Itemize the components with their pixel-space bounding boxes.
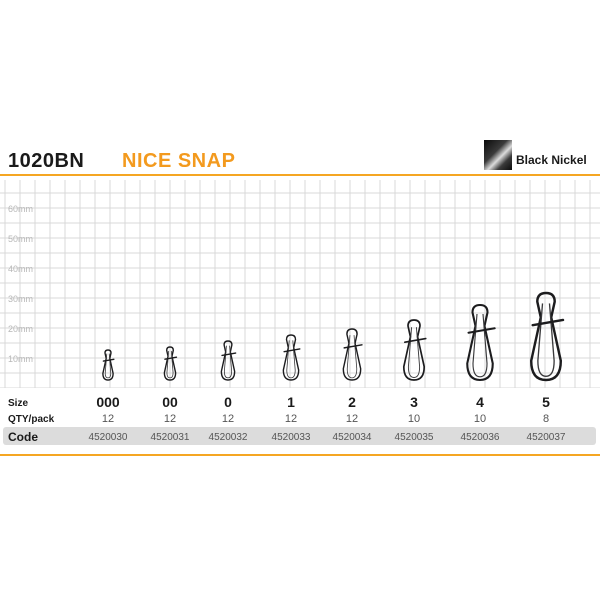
qty-value: 8	[542, 413, 550, 425]
snap-00	[163, 346, 178, 381]
snap-4	[466, 303, 496, 382]
finish-label: Black Nickel	[516, 153, 587, 167]
qty-value: 12	[345, 413, 359, 425]
grid-lines	[0, 180, 600, 388]
snap-clip	[343, 344, 363, 349]
model-number: 1020BN	[8, 150, 85, 172]
snap-body	[402, 319, 426, 381]
measurement-grid: 60mm 50mm 40mm 30mm 20mm 10mm	[0, 180, 600, 388]
black-nickel-swatch-icon	[484, 140, 512, 170]
snap-wire	[346, 335, 358, 379]
snap-0	[220, 340, 237, 381]
size-value: 1	[287, 394, 295, 410]
grid-y-label: 30mm	[8, 294, 33, 304]
grid-y-labels: 60mm 50mm 40mm 30mm 20mm 10mm	[8, 204, 33, 364]
snap-wire	[537, 303, 555, 378]
grid-y-label: 10mm	[8, 354, 33, 364]
snap-2	[342, 328, 363, 381]
code-bar	[3, 427, 596, 445]
qty-value: 10	[407, 413, 421, 425]
product-name: NICE SNAP	[122, 150, 236, 172]
code-value: 4520033	[271, 432, 311, 443]
size-value: 000	[96, 394, 120, 410]
snap-wire	[166, 350, 174, 379]
snap-1	[282, 334, 301, 381]
size-row-label: Size	[8, 398, 29, 409]
bottom-rule	[0, 454, 600, 456]
snap-wire	[223, 345, 233, 379]
snap-5	[529, 291, 565, 382]
snap-body	[466, 303, 494, 382]
snap-wire	[286, 340, 296, 379]
grid-y-label: 20mm	[8, 324, 33, 334]
snap-illustrations	[102, 291, 565, 382]
grid-y-label: 40mm	[8, 264, 33, 274]
code-value: 4520037	[526, 432, 566, 443]
qty-row-label: QTY/pack	[8, 414, 55, 425]
snap-clip	[164, 356, 178, 360]
qty-value: 10	[473, 413, 487, 425]
snap-clip	[283, 348, 301, 353]
top-rule	[0, 174, 600, 176]
code-value: 4520035	[394, 432, 434, 443]
size-value: 4	[476, 394, 484, 410]
snap-wire	[407, 327, 421, 378]
qty-value: 12	[163, 413, 177, 425]
snap-clip	[403, 337, 427, 344]
code-value: 4520034	[332, 432, 372, 443]
snap-clip	[221, 352, 237, 357]
snap-wire	[472, 313, 488, 378]
code-value: 4520036	[460, 432, 500, 443]
size-value: 00	[162, 394, 178, 410]
snap-clip	[467, 327, 496, 334]
qty-value: 12	[284, 413, 298, 425]
snap-clip	[102, 358, 115, 362]
snap-body	[102, 349, 114, 381]
snap-body	[163, 346, 177, 381]
snap-body	[342, 328, 362, 381]
snap-3	[402, 319, 427, 381]
snap-body	[282, 334, 300, 381]
code-row-label: Code	[8, 430, 38, 444]
code-value: 4520030	[88, 432, 128, 443]
snap-wire	[104, 353, 112, 379]
size-value: 2	[348, 394, 356, 410]
grid-y-label: 60mm	[8, 204, 33, 214]
qty-value: 12	[221, 413, 235, 425]
snap-body	[220, 340, 236, 381]
size-value: 5	[542, 394, 550, 410]
code-value: 4520031	[150, 432, 190, 443]
qty-value: 12	[101, 413, 115, 425]
snap-000	[102, 349, 115, 381]
size-value: 0	[224, 394, 232, 410]
grid-y-label: 50mm	[8, 234, 33, 244]
code-value: 4520032	[208, 432, 248, 443]
snap-clip	[531, 318, 565, 327]
snap-body	[529, 291, 563, 382]
size-value: 3	[410, 394, 418, 410]
